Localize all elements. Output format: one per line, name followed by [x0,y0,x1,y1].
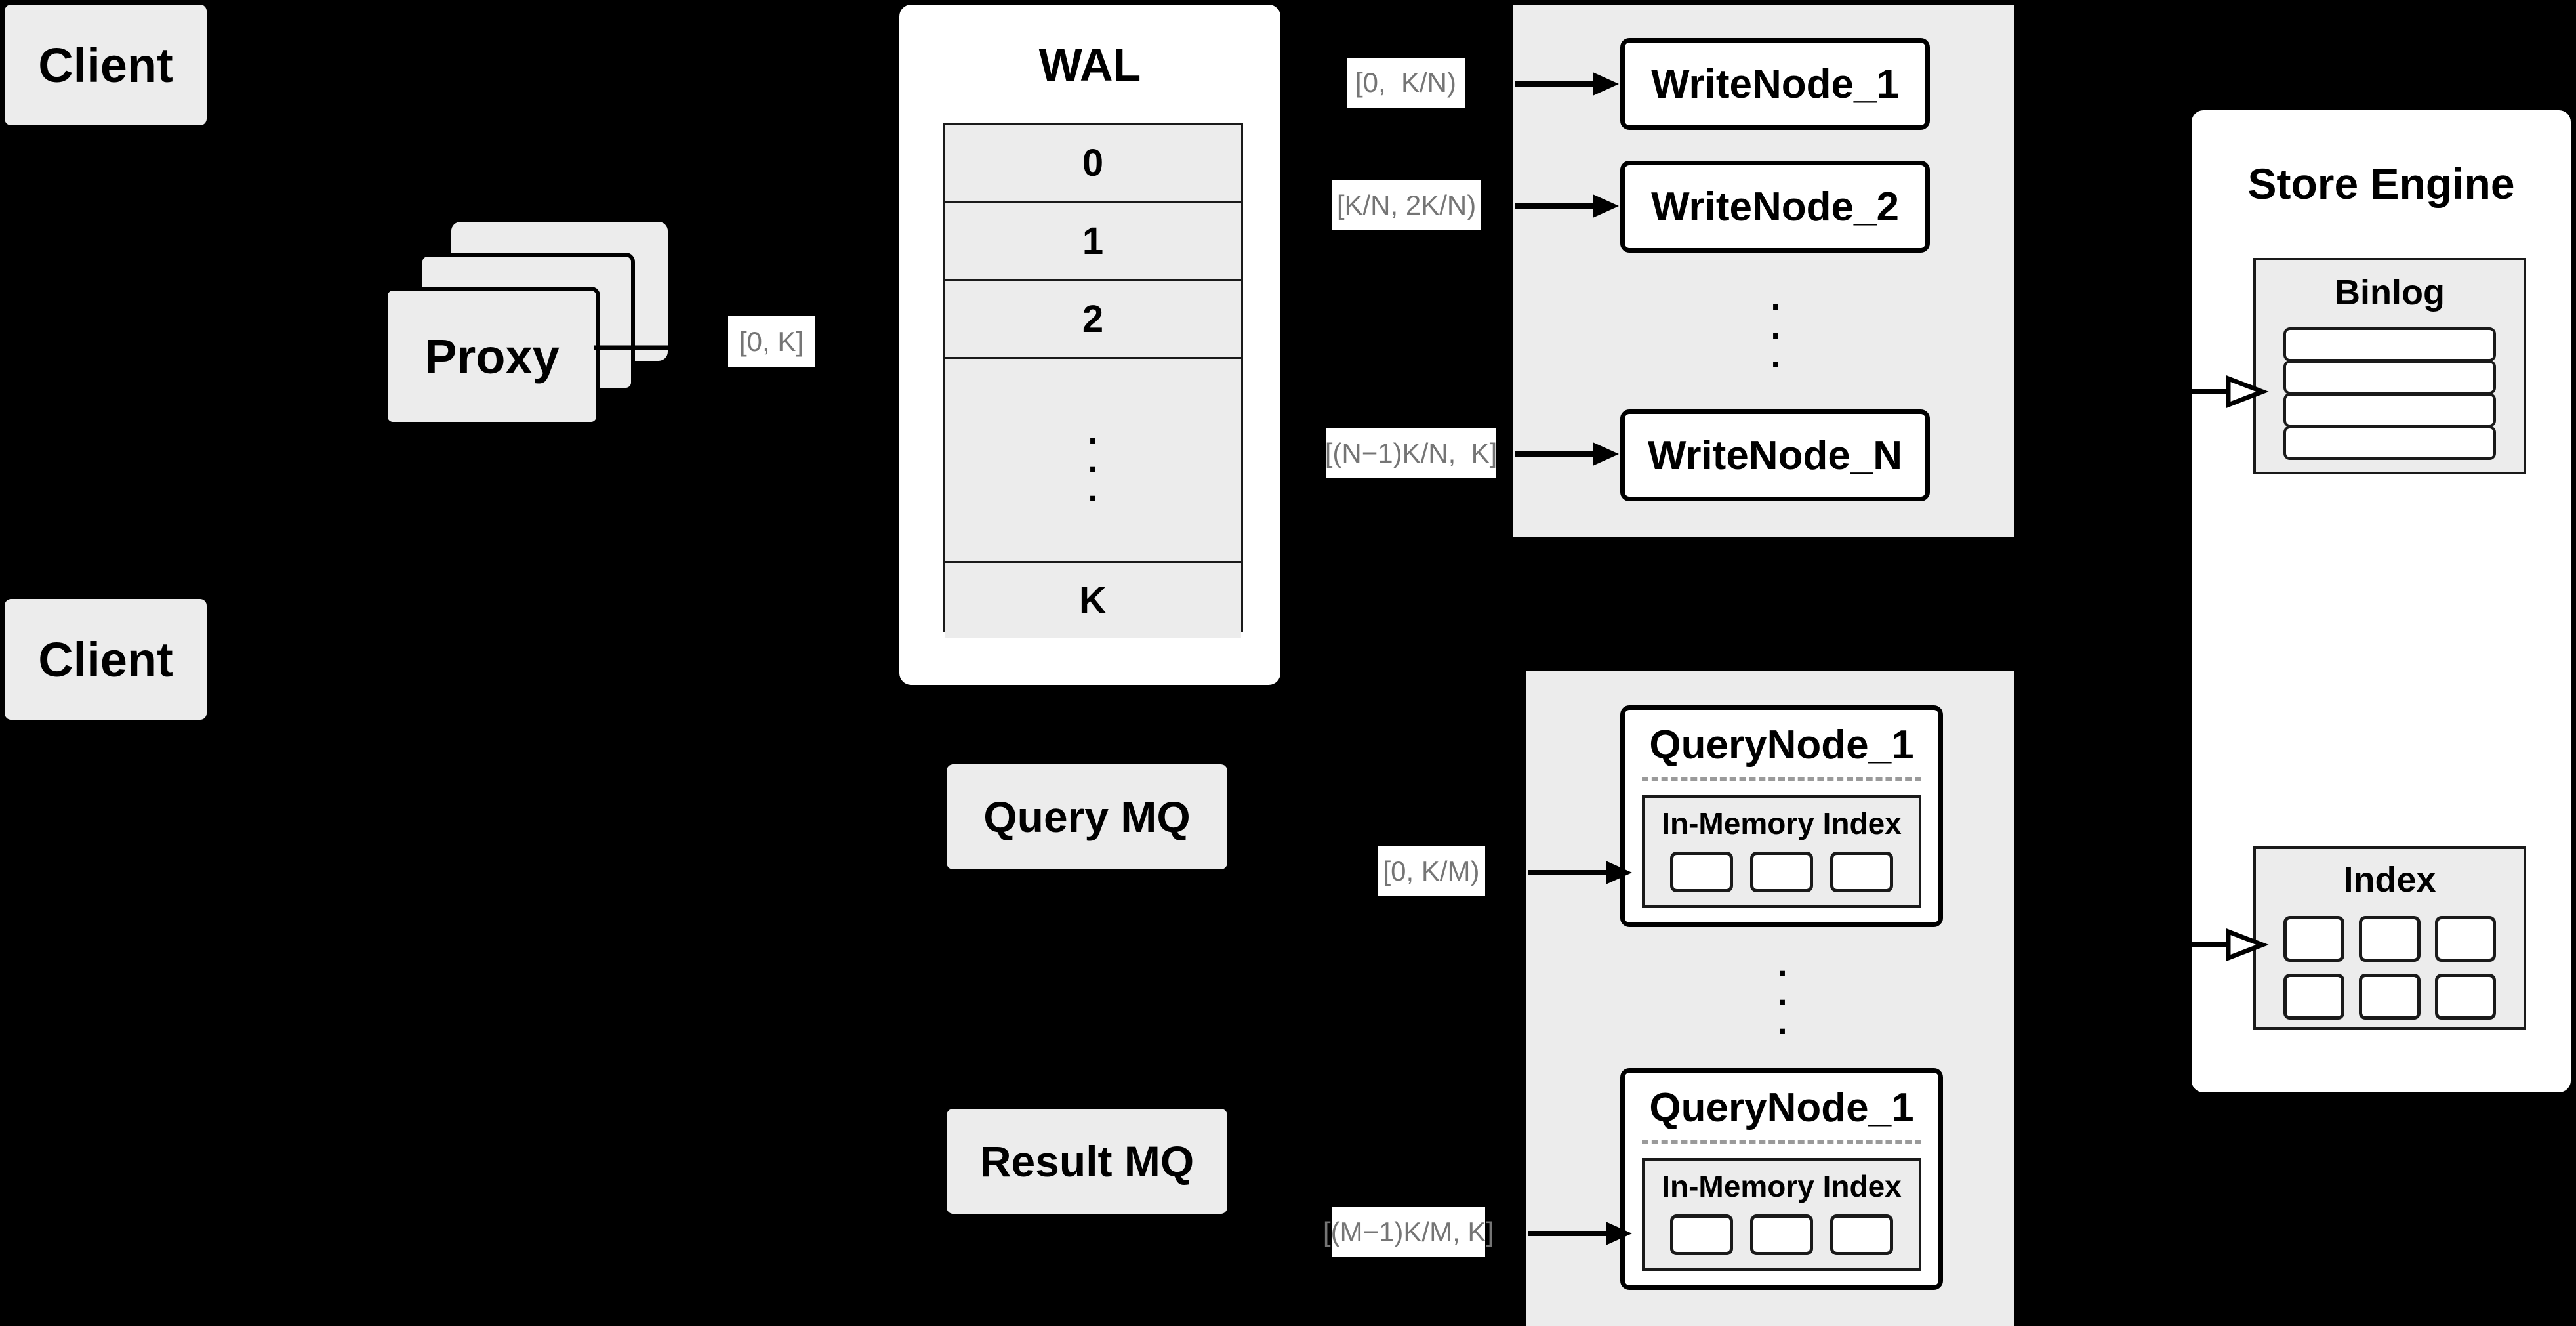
client-label-1: Client [38,37,173,93]
wal-row-2: 2 [945,281,1241,359]
wal-row-k: K [945,563,1241,638]
index-cell [2359,916,2421,962]
query-node-1-index-panel: In-Memory Index [1642,795,1921,908]
binlog-title: Binlog [2335,273,2445,312]
store-engine-title: Store Engine [2247,159,2515,208]
wal-row-0: 0 [945,125,1241,203]
wal-cell-value-2: 2 [1082,297,1104,341]
client-label-2: Client [38,632,173,687]
arrow-to-index [2189,928,2269,962]
query-node-2-divider [1642,1140,1921,1144]
wal-cell-value-1: 1 [1082,219,1104,262]
index-cell [2434,916,2496,962]
write-node-2-range-label: [K/N, 2K/N) [1332,180,1481,230]
index-slot [1670,1214,1733,1255]
proxy-to-wal-connector [594,345,669,350]
proxy-range-label: [0, K] [728,316,815,367]
write-node-1[interactable]: WriteNode_1 [1620,38,1930,130]
index-cell [2434,974,2496,1020]
index-slot [1750,1214,1813,1255]
query-node-1-label: QueryNode_1 [1649,722,1914,768]
wal-table: 0 1 2 . . . K [943,123,1243,638]
query-mq-box[interactable]: Query MQ [947,764,1227,869]
arrow-to-query-node-1 [1528,861,1632,884]
wal-cell-value-k: K [1079,579,1107,622]
write-node-2-label: WriteNode_2 [1651,184,1899,230]
client-box-1[interactable]: Client [5,5,207,125]
write-node-1-label: WriteNode_1 [1651,61,1899,107]
write-node-n[interactable]: WriteNode_N [1620,409,1930,501]
query-node-cluster: QueryNode_1 In-Memory Index . . . QueryN… [1526,671,2014,1326]
index-title: Index [2343,860,2436,900]
binlog-row [2283,426,2496,460]
index-cell [2283,974,2345,1020]
binlog-row [2283,393,2496,427]
query-node-1[interactable]: QueryNode_1 In-Memory Index [1620,705,1943,927]
proxy-label: Proxy [424,329,560,384]
arrow-to-write-node-2 [1515,194,1619,218]
query-node-2-label: QueryNode_1 [1649,1085,1914,1130]
result-mq-box[interactable]: Result MQ [947,1109,1227,1214]
query-node-2-index-slots [1645,1204,1919,1268]
proxy-card-front[interactable]: Proxy [384,287,600,426]
query-cluster-ellipsis: . . . [1777,943,1788,1042]
query-node-2-index-title: In-Memory Index [1662,1169,1902,1203]
wal-title: WAL [1038,39,1141,91]
arrow-to-binlog [2189,375,2269,409]
write-node-2[interactable]: WriteNode_2 [1620,161,1930,253]
wal-row-1: 1 [945,203,1241,281]
index-slot [1670,852,1733,892]
index-grid [2256,909,2524,1037]
index-slot [1830,852,1893,892]
arrow-to-query-node-2 [1528,1222,1632,1245]
write-node-n-range-label: [(N−1)K/N, K] [1325,428,1497,478]
query-node-2[interactable]: QueryNode_1 In-Memory Index [1620,1068,1943,1290]
client-box-2[interactable]: Client [5,599,207,720]
binlog-row [2283,360,2496,394]
result-mq-label: Result MQ [979,1137,1195,1186]
store-engine-panel: Store Engine Binlog Index [2192,110,2571,1092]
wal-panel: WAL 0 1 2 . . . K [899,5,1280,685]
write-node-1-range-label: [0, K/N) [1347,58,1465,108]
query-node-1-range-label: [0, K/M) [1378,846,1485,896]
query-node-1-index-title: In-Memory Index [1662,806,1902,840]
arrow-to-write-node-1 [1515,72,1619,96]
index-slot [1750,852,1813,892]
index-panel: Index [2253,846,2526,1030]
index-cell [2283,916,2345,962]
write-cluster-ellipsis: . . . [1770,276,1781,375]
arrow-to-write-node-n [1515,442,1619,466]
wal-ellipsis-dots: . . . [1088,410,1098,509]
index-slot [1830,1214,1893,1255]
query-mq-label: Query MQ [983,793,1191,841]
query-node-2-range-label: [(M−1)K/M, K] [1323,1207,1494,1257]
query-node-1-divider [1642,777,1921,781]
write-node-n-label: WriteNode_N [1647,432,1903,478]
query-node-2-index-panel: In-Memory Index [1642,1158,1921,1271]
wal-row-ellipsis: . . . [945,359,1241,563]
index-cell [2359,974,2421,1020]
binlog-row [2283,327,2496,362]
wal-cell-value-0: 0 [1082,141,1104,184]
binlog-rows [2256,327,2524,460]
query-node-1-index-slots [1645,841,1919,905]
binlog-panel: Binlog [2253,258,2526,474]
